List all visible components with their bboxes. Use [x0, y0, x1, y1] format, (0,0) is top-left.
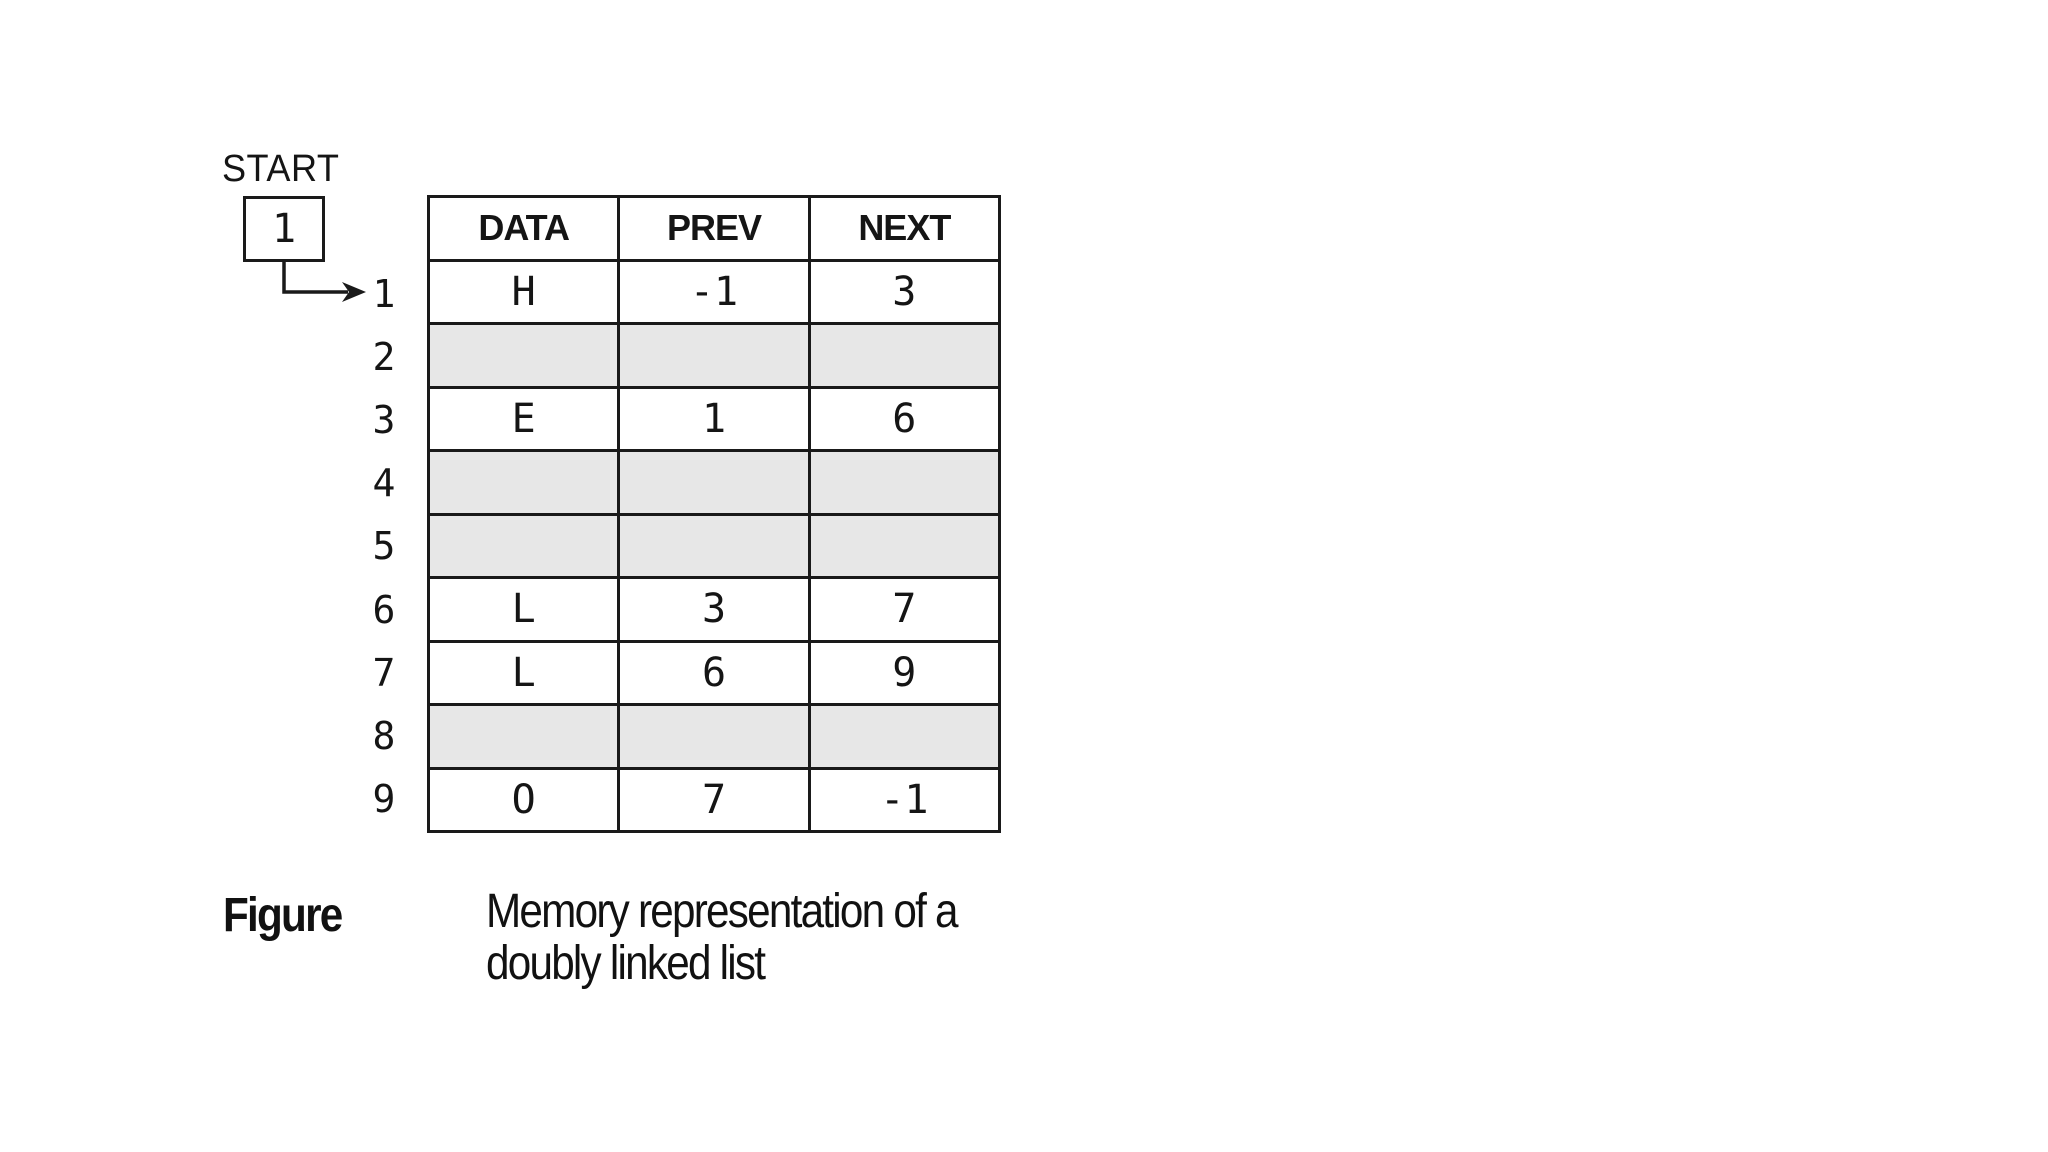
row-index-2: 2 — [372, 334, 396, 379]
row-index-6: 6 — [372, 587, 396, 632]
row-index-8: 8 — [372, 714, 396, 759]
cell-row3-data: E — [430, 388, 618, 449]
cell-row9-next: -1 — [810, 769, 998, 830]
cell-row6-next: 7 — [810, 579, 998, 640]
cell-row5-prev — [620, 515, 808, 576]
cell-row9-prev: 7 — [620, 769, 808, 830]
figure-caption-line2: doubly linked list — [486, 937, 766, 990]
cell-row5-next — [810, 515, 998, 576]
start-arrow-icon — [282, 261, 366, 302]
cell-row3-prev: 1 — [620, 388, 808, 449]
cell-row1-prev: -1 — [620, 261, 808, 322]
start-pointer-box: 1 — [243, 196, 325, 262]
cell-row7-prev: 6 — [620, 642, 808, 703]
cell-row3-next: 6 — [810, 388, 998, 449]
column-header-prev: PREV — [620, 198, 808, 259]
column-header-next: NEXT — [810, 198, 998, 259]
figure-caption-text: Memory representation of a doubly linked… — [486, 885, 959, 990]
cell-row8-data — [430, 706, 618, 767]
start-pointer-label: START — [222, 148, 340, 190]
cell-row4-data — [430, 452, 618, 513]
cell-row4-next — [810, 452, 998, 513]
column-header-data: DATA — [430, 198, 618, 259]
row-index-5: 5 — [372, 524, 396, 569]
cell-row2-prev — [620, 325, 808, 386]
cell-row7-data: L — [430, 642, 618, 703]
cell-row8-prev — [620, 706, 808, 767]
row-index-7: 7 — [372, 650, 396, 695]
cell-row1-next: 3 — [810, 261, 998, 322]
row-index-column: 1 2 3 4 5 6 7 8 9 — [362, 262, 406, 831]
cell-row6-data: L — [430, 579, 618, 640]
cell-row8-next — [810, 706, 998, 767]
figure-caption-line1: Memory representation of a — [486, 885, 959, 938]
cell-row2-data — [430, 325, 618, 386]
cell-row1-data: H — [430, 261, 618, 322]
row-index-9: 9 — [372, 777, 396, 822]
cell-row5-data — [430, 515, 618, 576]
cell-row7-next: 9 — [810, 642, 998, 703]
start-pointer-value: 1 — [271, 206, 297, 252]
cell-row2-next — [810, 325, 998, 386]
cell-row4-prev — [620, 452, 808, 513]
cell-row6-prev: 3 — [620, 579, 808, 640]
cell-row9-data: O — [430, 769, 618, 830]
row-index-4: 4 — [372, 461, 396, 506]
row-index-1: 1 — [372, 271, 396, 316]
row-index-3: 3 — [372, 398, 396, 443]
figure-caption-label: Figure — [223, 889, 343, 942]
